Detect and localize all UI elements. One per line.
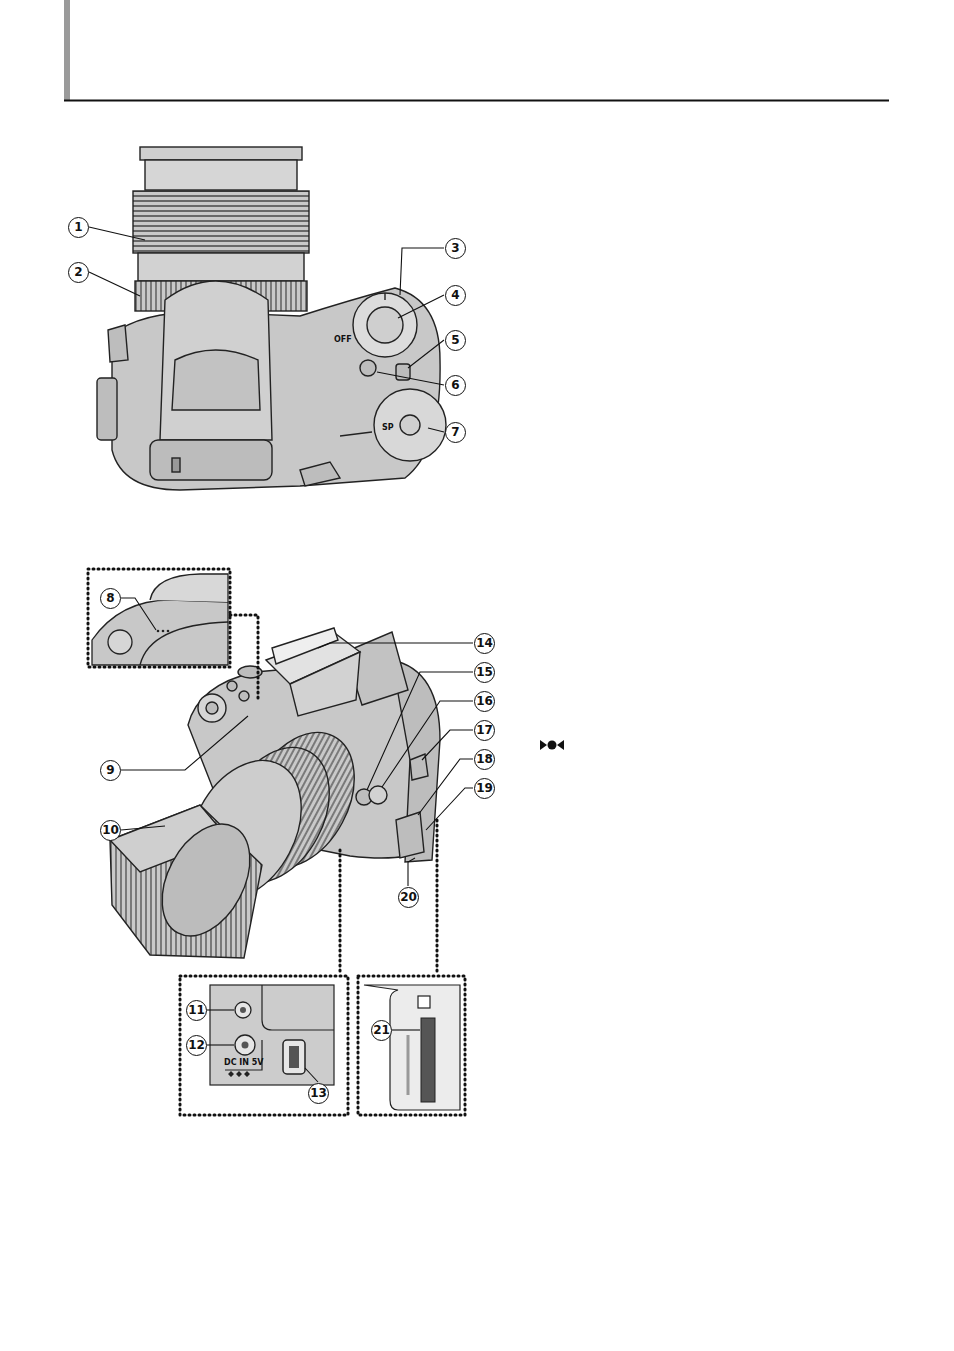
callout-number: 10 — [100, 820, 121, 841]
callout-number: 9 — [100, 760, 121, 781]
printed-marking: DC IN 5V — [224, 1059, 264, 1067]
header-rule — [64, 100, 889, 102]
callout-number: 5 — [445, 330, 466, 351]
callout-number: 8 — [100, 588, 121, 609]
callout-number: 13 — [308, 1083, 329, 1104]
callout-number: 21 — [371, 1020, 392, 1041]
callout-number: 2 — [68, 262, 89, 283]
callout-number: 19 — [474, 778, 495, 799]
callout-number: 1 — [68, 217, 89, 238]
header-bar — [64, 0, 70, 100]
callout-number: 7 — [445, 422, 466, 443]
top-view — [97, 147, 446, 490]
callout-number: 6 — [445, 375, 466, 396]
callout-number: 15 — [474, 662, 495, 683]
callout-number: 3 — [445, 238, 466, 259]
inset-top — [88, 569, 258, 700]
front-view — [110, 628, 440, 958]
callout-number: 11 — [186, 1000, 207, 1021]
leader-lines — [89, 227, 473, 1082]
callout-number: 18 — [474, 749, 495, 770]
inset-bottom — [180, 820, 465, 1115]
callout-number: 4 — [445, 285, 466, 306]
callout-number: 16 — [474, 691, 495, 712]
callout-number: 14 — [474, 633, 495, 654]
printed-marking: OFF — [334, 336, 352, 344]
callout-number: 12 — [186, 1035, 207, 1056]
printed-marking: SP — [382, 424, 394, 432]
focus-symbol — [540, 740, 564, 750]
callout-number: 17 — [474, 720, 495, 741]
callout-number: 20 — [398, 887, 419, 908]
